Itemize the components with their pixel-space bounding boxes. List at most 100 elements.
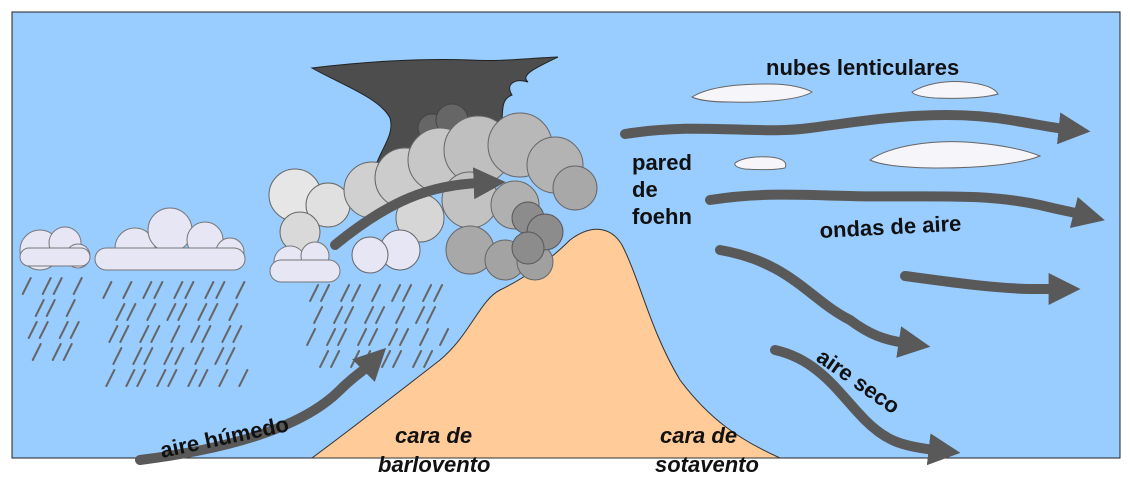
rain-streak — [126, 303, 137, 321]
rain-streak — [201, 325, 212, 343]
label-lenticular-clouds: nubes lenticulares — [766, 55, 959, 80]
rain-streak — [125, 369, 136, 387]
rain-streak — [375, 306, 386, 324]
rain-streak — [146, 303, 157, 321]
rain-streak — [136, 369, 147, 387]
label-foehn-wall-1: pared — [632, 150, 692, 175]
rain-streak — [31, 343, 42, 361]
upper-wave-arrow — [620, 109, 1091, 145]
rain-streak — [215, 281, 226, 299]
rain-streak — [344, 306, 355, 324]
descending-arrow-upper — [715, 245, 931, 358]
rain-streak — [187, 369, 198, 387]
rain-streak — [225, 347, 236, 365]
rain-streak — [388, 328, 399, 346]
light-cloud-low — [269, 241, 341, 283]
rain-streak — [364, 306, 375, 324]
rain-streak — [102, 281, 113, 299]
rain-streak — [330, 350, 341, 368]
rain-streak — [170, 325, 181, 343]
label-windward-2: barlovento — [378, 452, 490, 477]
rain-streak — [319, 350, 330, 368]
updraft-arrow — [330, 167, 506, 250]
arrows — [135, 109, 1105, 466]
rain-streak — [221, 325, 232, 343]
mountain — [310, 228, 781, 459]
rain-streak — [204, 281, 215, 299]
label-foehn-wall-3: foehn — [632, 204, 692, 229]
rain-streak — [320, 284, 331, 302]
rain-streak — [392, 350, 403, 368]
rain-streak — [27, 321, 38, 339]
rain-streak — [368, 328, 379, 346]
rain-streak — [156, 369, 167, 387]
rain-streak — [139, 325, 150, 343]
rain-streak — [119, 325, 130, 343]
rain-streak — [51, 343, 62, 361]
rain-streak — [357, 328, 368, 346]
light-cloud-left — [19, 226, 91, 271]
rain-streak — [167, 369, 178, 387]
rain-streak — [415, 306, 426, 324]
lenticular-clouds — [690, 81, 1042, 171]
rain-streak — [351, 284, 362, 302]
rain-streak — [108, 325, 119, 343]
rain-streak — [122, 281, 133, 299]
rain-streak — [337, 328, 348, 346]
rain-streak — [163, 347, 174, 365]
rain-streak — [112, 347, 123, 365]
rain-streak — [132, 347, 143, 365]
rain-streak — [326, 328, 337, 346]
rain-streak — [402, 284, 413, 302]
rain-streak — [177, 303, 188, 321]
rain-streaks — [21, 277, 450, 387]
rain-streak — [238, 369, 249, 387]
middle-wave-arrow — [705, 189, 1105, 228]
rain-streak — [306, 328, 317, 346]
label-foehn-wall-2: de — [632, 177, 658, 202]
rain-streak — [166, 303, 177, 321]
rain-streak — [214, 347, 225, 365]
rain-streak — [218, 369, 229, 387]
rain-streak — [45, 299, 56, 317]
rain-streak — [62, 343, 73, 361]
rain-streak — [21, 277, 32, 295]
rain-streak — [194, 347, 205, 365]
rain-streak — [313, 306, 324, 324]
lower-right-arrow — [900, 271, 1081, 306]
rain-streak — [395, 306, 406, 324]
rain-streak — [52, 277, 63, 295]
light-cloud-middle — [94, 207, 246, 271]
rain-streak — [150, 325, 161, 343]
rain-streak — [419, 328, 430, 346]
rain-streak — [34, 299, 45, 317]
rain-streak — [174, 347, 185, 365]
dry-air-arrow — [770, 345, 961, 466]
rain-streak — [340, 284, 351, 302]
rain-streak — [197, 303, 208, 321]
rain-streak — [423, 350, 434, 368]
rain-streak — [72, 277, 83, 295]
rain-streak — [105, 369, 116, 387]
rain-streak — [333, 306, 344, 324]
rain-streak — [309, 284, 320, 302]
rain-streak — [371, 284, 382, 302]
rain-streak — [433, 284, 444, 302]
rain-streak — [153, 281, 164, 299]
rain-streak — [232, 325, 243, 343]
rain-streak — [143, 347, 154, 365]
rain-streak — [184, 281, 195, 299]
rain-streak — [41, 277, 52, 295]
rain-streak — [439, 328, 450, 346]
rain-streak — [58, 321, 69, 339]
rain-streak — [426, 306, 437, 324]
summit-dark-cloud — [511, 201, 564, 265]
rain-streak — [38, 321, 49, 339]
rain-streak — [391, 284, 402, 302]
rain-streak — [190, 325, 201, 343]
rain-streak — [115, 303, 126, 321]
rain-streak — [412, 350, 423, 368]
rain-streak — [235, 281, 246, 299]
rain-streak — [208, 303, 219, 321]
